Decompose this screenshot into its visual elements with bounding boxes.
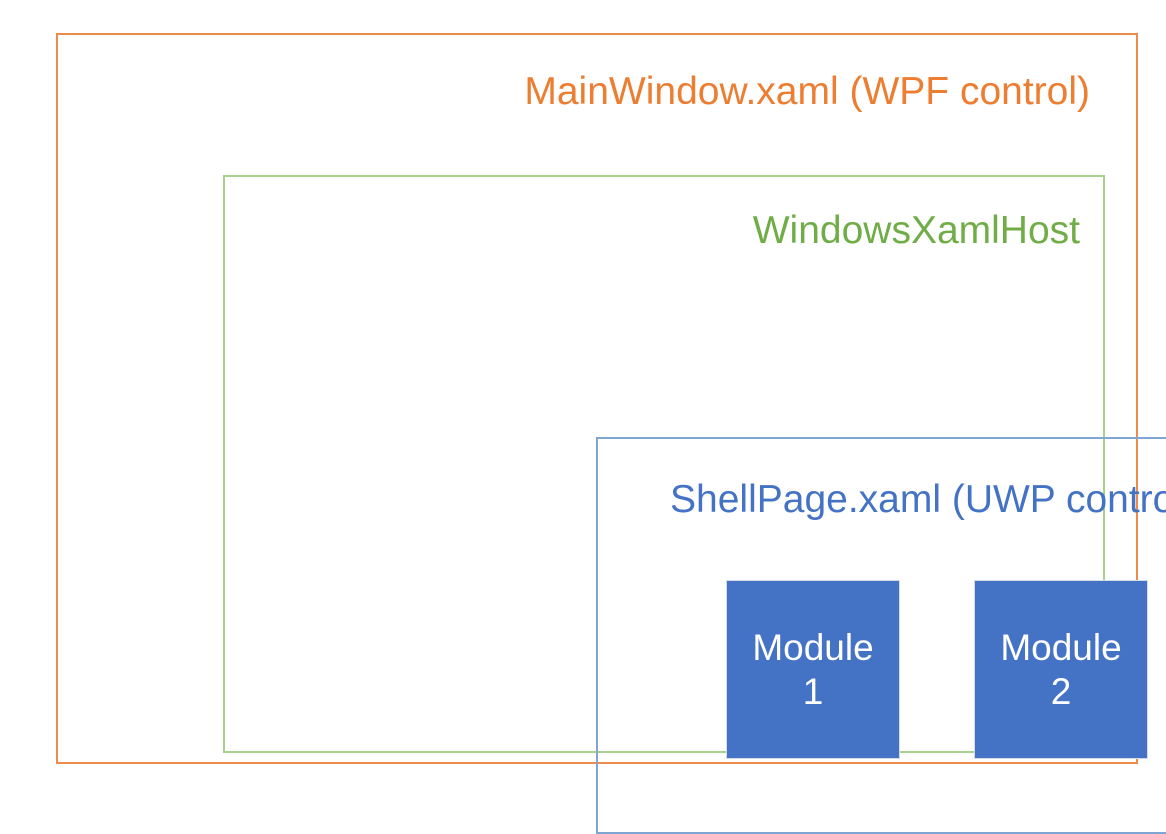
module-1-box: Module 1	[726, 580, 900, 759]
windows-xaml-host-box: WindowsXamlHost ShellPage.xaml (UWP cont…	[223, 175, 1166, 834]
modules-row: Module 1 Module 2	[598, 439, 1166, 832]
windows-xaml-host-label: WindowsXamlHost	[752, 209, 1080, 252]
shell-page-label: ShellPage.xaml (UWP control)	[670, 478, 1166, 521]
diagram-canvas: MainWindow.xaml (WPF control) WindowsXam…	[56, 33, 1166, 834]
wpf-window-box: MainWindow.xaml (WPF control) WindowsXam…	[56, 33, 1166, 834]
module-1-label: Module 1	[752, 626, 874, 712]
module-2-label: Module 2	[1000, 626, 1122, 712]
shell-page-box: ShellPage.xaml (UWP control) Module 1 Mo…	[596, 437, 1166, 834]
wpf-window-label: MainWindow.xaml (WPF control)	[524, 70, 1090, 113]
module-2-box: Module 2	[974, 580, 1148, 759]
